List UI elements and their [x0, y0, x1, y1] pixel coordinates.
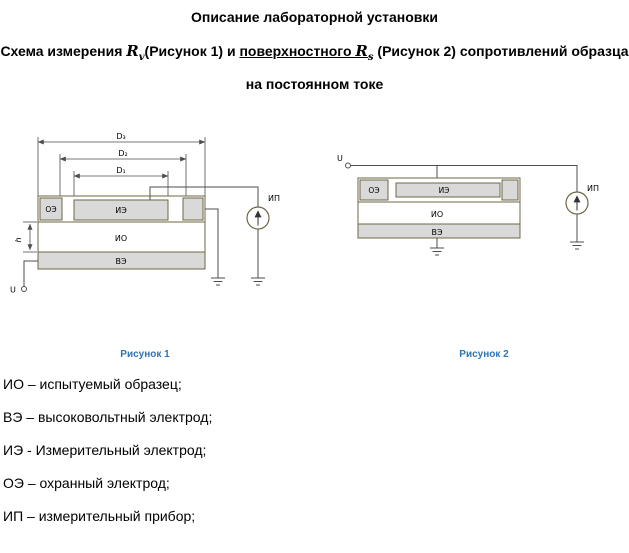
- legend: ИО – испытуемый образец; ВЭ – высоковоль…: [3, 368, 212, 533]
- fig1-meter-icon: [246, 206, 270, 230]
- fig2-ground-icon-meter: [570, 241, 584, 250]
- fig2-measuring-electrode: [395, 182, 501, 198]
- fig1-u-label: U: [10, 286, 16, 295]
- fig2-oe-label: ОЭ: [368, 186, 379, 195]
- fig1-voltage-terminal: [21, 286, 27, 292]
- fig1-guard-electrode-left: [39, 197, 63, 221]
- rv-subscript: v: [138, 52, 145, 63]
- legend-item-io: ИО – испытуемый образец;: [3, 376, 182, 392]
- figure1-dimension-lines: [27, 139, 206, 251]
- fig1-ground-icon-meter: [251, 277, 265, 286]
- figure2-diagram: U ОЭ ИЭ ИО ВЭ ИП: [337, 154, 599, 256]
- rv-symbol: Rv: [126, 42, 145, 63]
- fig2-io-label: ИО: [431, 210, 443, 219]
- dim-h-label: h: [14, 237, 23, 242]
- page-subtitle: Схема измерения Rv(Рисунок 1) и поверхно…: [0, 38, 629, 97]
- rs-subscript: s: [367, 52, 374, 63]
- rs-symbol: Rs: [355, 42, 374, 63]
- subtitle-text-prefix: Схема измерения: [0, 43, 127, 59]
- fig1-io-label: ИО: [115, 234, 127, 243]
- fig2-guard-electrode-right: [501, 179, 519, 201]
- subtitle-text-tail: (Рисунок 2) сопротивлений образца: [373, 43, 629, 59]
- fig1-ip-label: ИП: [268, 194, 280, 203]
- fig1-ve-label: ВЭ: [115, 257, 126, 266]
- fig2-ground-icon-ve: [430, 247, 444, 256]
- fig2-ve-label: ВЭ: [431, 228, 442, 237]
- fig1-wires: [23, 186, 259, 287]
- fig2-voltage-terminal: [345, 162, 351, 169]
- fig1-ie-label: ИЭ: [115, 206, 127, 215]
- figure1-diagram: D₃ D₂ D₁ h ОЭ ИЭ ИО ВЭ: [10, 132, 280, 295]
- figure1-caption: Рисунок 1: [120, 349, 170, 360]
- fig2-ie-label: ИЭ: [439, 186, 450, 195]
- fig1-ground-icon-guard: [211, 277, 225, 286]
- dim-d3-label: D₃: [116, 132, 125, 141]
- fig2-u-label: U: [337, 154, 343, 163]
- fig1-oe-label: ОЭ: [45, 205, 56, 214]
- figure2-caption: Рисунок 2: [459, 349, 509, 360]
- fig1-measuring-electrode: [73, 199, 169, 221]
- subtitle-text-mid: (Рисунок 1) и: [144, 43, 240, 59]
- fig2-ip-label: ИП: [587, 184, 599, 193]
- fig2-guard-electrode-left: [359, 179, 389, 201]
- legend-item-ip: ИП – измерительный прибор;: [3, 508, 196, 524]
- legend-item-ie: ИЭ - Измерительный электрод;: [3, 442, 207, 458]
- fig2-meter-icon: [565, 191, 589, 215]
- underlined-phrase: поверхностного Rs: [239, 42, 374, 63]
- dim-d2-label: D₂: [118, 149, 127, 158]
- legend-item-oe: ОЭ – охранный электрод;: [3, 475, 170, 491]
- fig1-guard-electrode-right: [182, 197, 204, 221]
- legend-item-ve: ВЭ – высоковольтный электрод;: [3, 409, 213, 425]
- dim-d1-label: D₁: [116, 166, 125, 175]
- subtitle-line2: на постоянном токе: [245, 76, 384, 92]
- underlined-word: поверхностного: [239, 43, 356, 59]
- page-title: Описание лабораторной установки: [190, 9, 439, 25]
- fig2-high-voltage-electrode: [357, 223, 521, 239]
